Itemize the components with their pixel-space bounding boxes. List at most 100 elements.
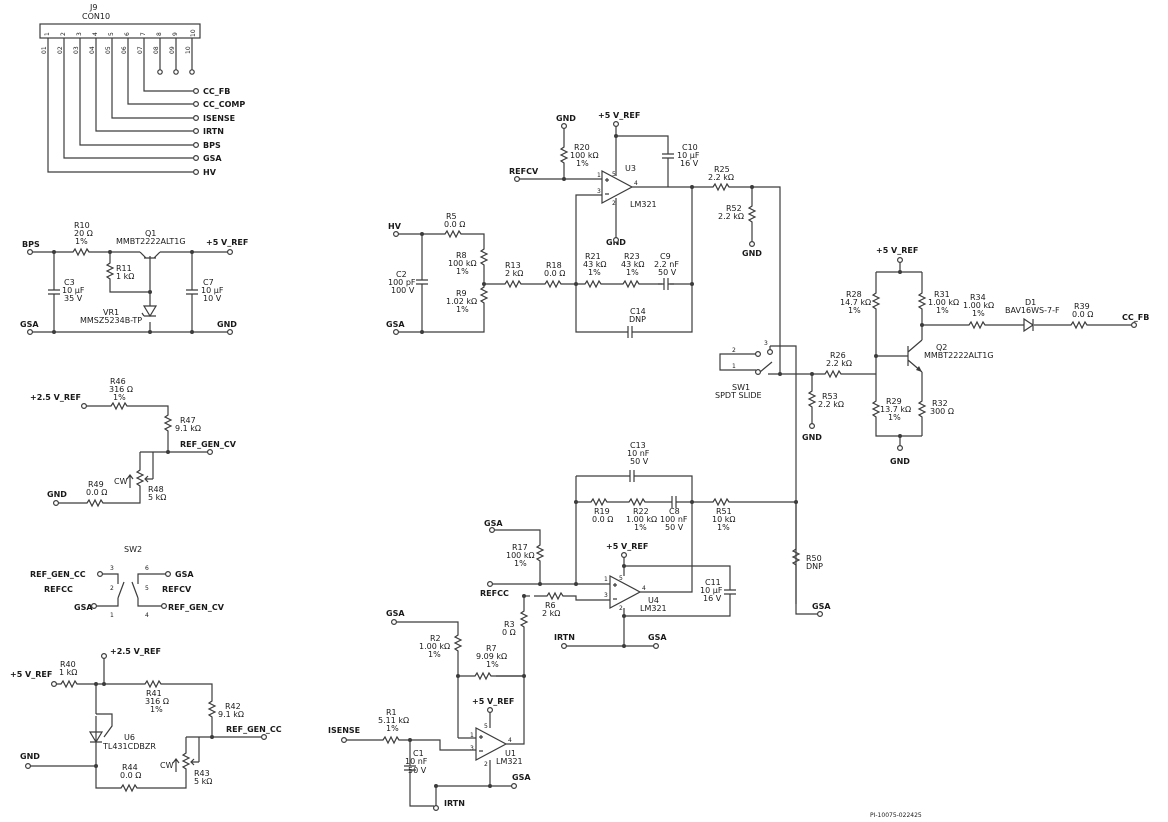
- u4-pin-3: 3: [604, 592, 608, 599]
- net-gsa-left: GSA: [20, 320, 39, 329]
- c2-ref: C2: [396, 270, 407, 279]
- c8-volt: 50 V: [665, 523, 684, 532]
- r19-ref: R19: [594, 507, 610, 516]
- u1-pin-3: 3: [470, 745, 474, 752]
- sw2-pin-1: 1: [110, 612, 114, 619]
- sw1-part: SPDT SLIDE: [715, 391, 762, 400]
- r48-ref: R48: [148, 485, 164, 494]
- r43-ref: R43: [194, 769, 210, 778]
- cw-label-cv: CW: [114, 477, 128, 486]
- r22-value: 1.00 kΩ: [626, 515, 657, 524]
- r39-value: 0.0 Ω: [1072, 310, 1093, 319]
- r6-value: 2 kΩ: [542, 609, 560, 618]
- c11-ref: C11: [705, 578, 721, 587]
- r44-ref: R44: [122, 763, 138, 772]
- r32-ref: R32: [932, 399, 948, 408]
- r17-ref: R17: [512, 543, 528, 552]
- q2-ref: Q2: [936, 343, 947, 352]
- j9-pin-label: 10: [185, 46, 192, 54]
- net-gsa-r50: GSA: [812, 602, 831, 611]
- net-hv: HV: [203, 168, 217, 177]
- r6-ref: R6: [545, 601, 556, 610]
- r22-tol: 1%: [634, 523, 647, 532]
- net-irtn-u4: IRTN: [554, 633, 575, 642]
- u1-pin-1: 1: [470, 732, 474, 739]
- ref-gen-cv-block: +2.5 V_REF R46 316 Ω 1% R47 9.1 kΩ REF_G…: [30, 377, 237, 507]
- u3-pin-4: 4: [634, 180, 638, 187]
- c7-ref: C7: [203, 278, 214, 287]
- r21-value: 43 kΩ: [583, 260, 606, 269]
- q1-part: MMBT2222ALT1G: [116, 237, 186, 246]
- c9-ref: C9: [660, 252, 671, 261]
- net-5vref-cc: +5 V_REF: [10, 670, 52, 679]
- regulator-5vref: BPS R10 20 Ω 1% Q1 MMBT2222ALT1G +5 V_RE…: [20, 221, 248, 336]
- u3-ref: U3: [625, 164, 636, 173]
- net-gnd-right: GND: [217, 320, 237, 329]
- c13-ref: C13: [630, 441, 646, 450]
- r41-value: 316 Ω: [145, 697, 169, 706]
- r9-tol: 1%: [456, 305, 469, 314]
- r5-ref: R5: [446, 212, 457, 221]
- c10-volt: 16 V: [680, 159, 699, 168]
- r49-value: 0.0 Ω: [86, 488, 107, 497]
- r41-ref: R41: [146, 689, 162, 698]
- j9-pin-label: 05: [105, 46, 112, 54]
- output-driver-q2: +5 V_REF R28 14.7 kΩ 1% R31 1.00 kΩ 1% Q…: [840, 246, 1149, 466]
- c8-value: 100 nF: [660, 515, 688, 524]
- r8-ref: R8: [456, 251, 467, 260]
- j9-pin-number: 5: [108, 32, 115, 36]
- net-cc-comp: CC_COMP: [203, 100, 245, 109]
- net-2v5ref-cv: +2.5 V_REF: [30, 393, 81, 402]
- r13-ref: R13: [505, 261, 521, 270]
- r2-ref: R2: [430, 634, 441, 643]
- u3-pin-5: 5: [612, 171, 616, 178]
- r29-tol: 1%: [888, 413, 901, 422]
- c2-volt: 100 V: [391, 286, 415, 295]
- net-bps-label: BPS: [22, 240, 40, 249]
- r7-value: 9.09 kΩ: [476, 652, 507, 661]
- r42-ref: R42: [225, 702, 241, 711]
- u6-part: TL431CDBZR: [102, 742, 156, 751]
- cv-amplifier-u3: GND R20 100 kΩ 1% REFCV 1 3 4 5 2 U3 LM3…: [509, 111, 781, 372]
- r17-tol: 1%: [514, 559, 527, 568]
- hv-divider: HV R5 0.0 Ω C2 100 pF 100 V R8 100 kΩ 1%…: [386, 212, 694, 336]
- u3-pin-1: 1: [597, 172, 601, 179]
- net-refcc-u4: REFCC: [480, 589, 509, 598]
- r46-ref: R46: [110, 377, 126, 386]
- j9-pin-number: 8: [156, 32, 163, 36]
- c10-ref: C10: [682, 143, 698, 152]
- j9-pin-label: 02: [57, 46, 64, 54]
- u3-pin-2: 2: [612, 200, 616, 207]
- c2-value: 100 pF: [388, 278, 416, 287]
- r18-value: 0.0 Ω: [544, 269, 565, 278]
- net-gsa-divider: GSA: [386, 320, 405, 329]
- net-hv-divider: HV: [388, 222, 402, 231]
- r34-value: 1.00 kΩ: [963, 301, 994, 310]
- r52-ref: R52: [726, 204, 742, 213]
- j9-pin-number: 3: [76, 32, 83, 36]
- u1-pin-2: 2: [484, 761, 488, 768]
- r3-ref: R3: [504, 620, 515, 629]
- r28-ref: R28: [846, 290, 862, 299]
- r29-ref: R29: [886, 397, 902, 406]
- j9-pin-number: 1: [44, 32, 51, 36]
- net-irtn-u1: IRTN: [444, 799, 465, 808]
- r52-value: 2.2 kΩ: [718, 212, 744, 221]
- c1-volt: 50 V: [408, 766, 427, 775]
- net-refcv-u3: REFCV: [509, 167, 539, 176]
- cc-amplifier-u4: C13 10 nF 50 V R19 0.0 Ω R22 1.00 kΩ 1% …: [480, 441, 831, 678]
- r13-value: 2 kΩ: [505, 269, 523, 278]
- c9-volt: 50 V: [658, 268, 677, 277]
- r40-value: 1 kΩ: [59, 668, 77, 677]
- net-ref-gen-cv: REF_GEN_CV: [180, 440, 237, 449]
- u4-part: LM321: [640, 604, 667, 613]
- c11-value: 10 µF: [700, 586, 723, 595]
- r51-ref: R51: [716, 507, 732, 516]
- r46-tol: 1%: [113, 393, 126, 402]
- r39-ref: R39: [1074, 302, 1090, 311]
- r23-tol: 1%: [626, 268, 639, 277]
- r31-ref: R31: [934, 290, 950, 299]
- net-refcv-sw2: REFCV: [162, 585, 192, 594]
- r34-ref: R34: [970, 293, 986, 302]
- r1-tol: 1%: [386, 724, 399, 733]
